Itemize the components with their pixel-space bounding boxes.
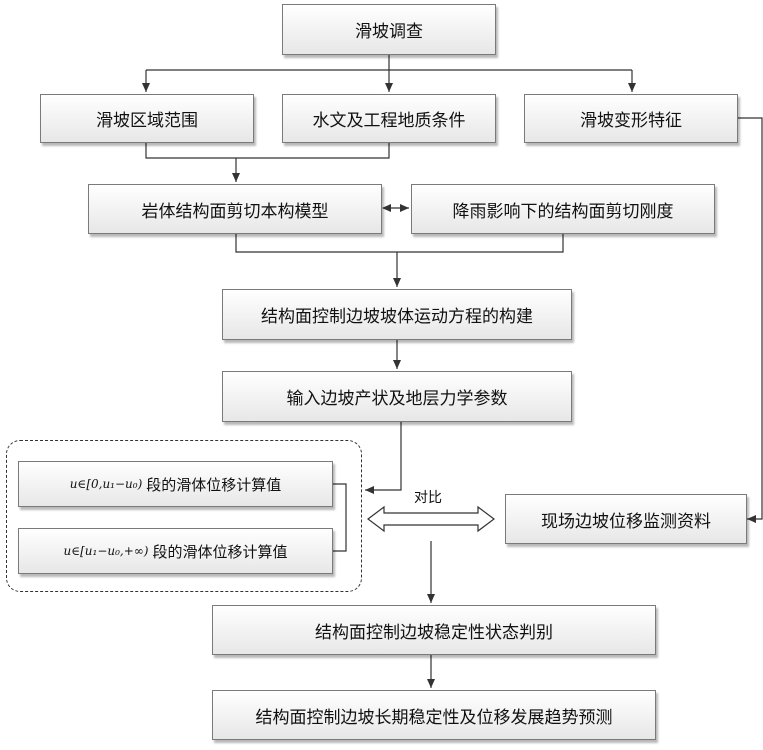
node-seg2: u∈[u₁−u₀,+∞) 段的滑体位移计算值 — [18, 528, 333, 574]
node-model: 岩体结构面剪切本构模型 — [88, 184, 382, 234]
seg1-label: 段的滑体位移计算值 — [146, 474, 281, 495]
node-monitor: 现场边坡位移监测资料 — [505, 494, 747, 544]
seg2-math: u∈[u₁−u₀,+∞) — [64, 544, 149, 558]
node-survey-label: 滑坡调查 — [355, 17, 423, 42]
edge-deform-monitor — [738, 118, 762, 519]
node-monitor-label: 现场边坡位移监测资料 — [541, 507, 711, 532]
edge-input-group — [365, 422, 401, 490]
node-deform-label: 滑坡变形特征 — [580, 106, 682, 131]
edge-area-hydro-merge — [146, 143, 389, 158]
node-input: 输入边坡产状及地层力学参数 — [222, 371, 572, 422]
node-model-label: 岩体结构面剪切本构模型 — [142, 197, 329, 222]
compare-label: 对比 — [414, 487, 442, 507]
node-judge-label: 结构面控制边坡稳定性状态判别 — [315, 618, 553, 643]
node-judge: 结构面控制边坡稳定性状态判别 — [212, 605, 656, 655]
edge-model-rain-merge — [236, 234, 563, 252]
node-area: 滑坡区域范围 — [40, 94, 254, 143]
node-motion-label: 结构面控制边坡坡体运动方程的构建 — [261, 302, 533, 327]
seg2-label: 段的滑体位移计算值 — [152, 541, 287, 562]
node-deform: 滑坡变形特征 — [524, 94, 738, 143]
node-rain: 降雨影响下的结构面剪切刚度 — [411, 184, 715, 234]
node-predict-label: 结构面控制边坡长期稳定性及位移发展趋势预测 — [256, 703, 613, 728]
node-motion: 结构面控制边坡坡体运动方程的构建 — [222, 289, 572, 340]
seg1-math: u∈[0,u₁−u₀) — [70, 477, 143, 491]
node-predict: 结构面控制边坡长期稳定性及位移发展趋势预测 — [212, 690, 656, 740]
node-seg1: u∈[0,u₁−u₀) 段的滑体位移计算值 — [18, 461, 333, 507]
node-rain-label: 降雨影响下的结构面剪切刚度 — [453, 197, 674, 222]
compare-double-arrow — [368, 507, 494, 531]
node-hydro-label: 水文及工程地质条件 — [313, 106, 466, 131]
node-area-label: 滑坡区域范围 — [96, 106, 198, 131]
node-survey: 滑坡调查 — [282, 4, 496, 55]
node-hydro: 水文及工程地质条件 — [282, 94, 496, 143]
node-input-label: 输入边坡产状及地层力学参数 — [287, 384, 508, 409]
